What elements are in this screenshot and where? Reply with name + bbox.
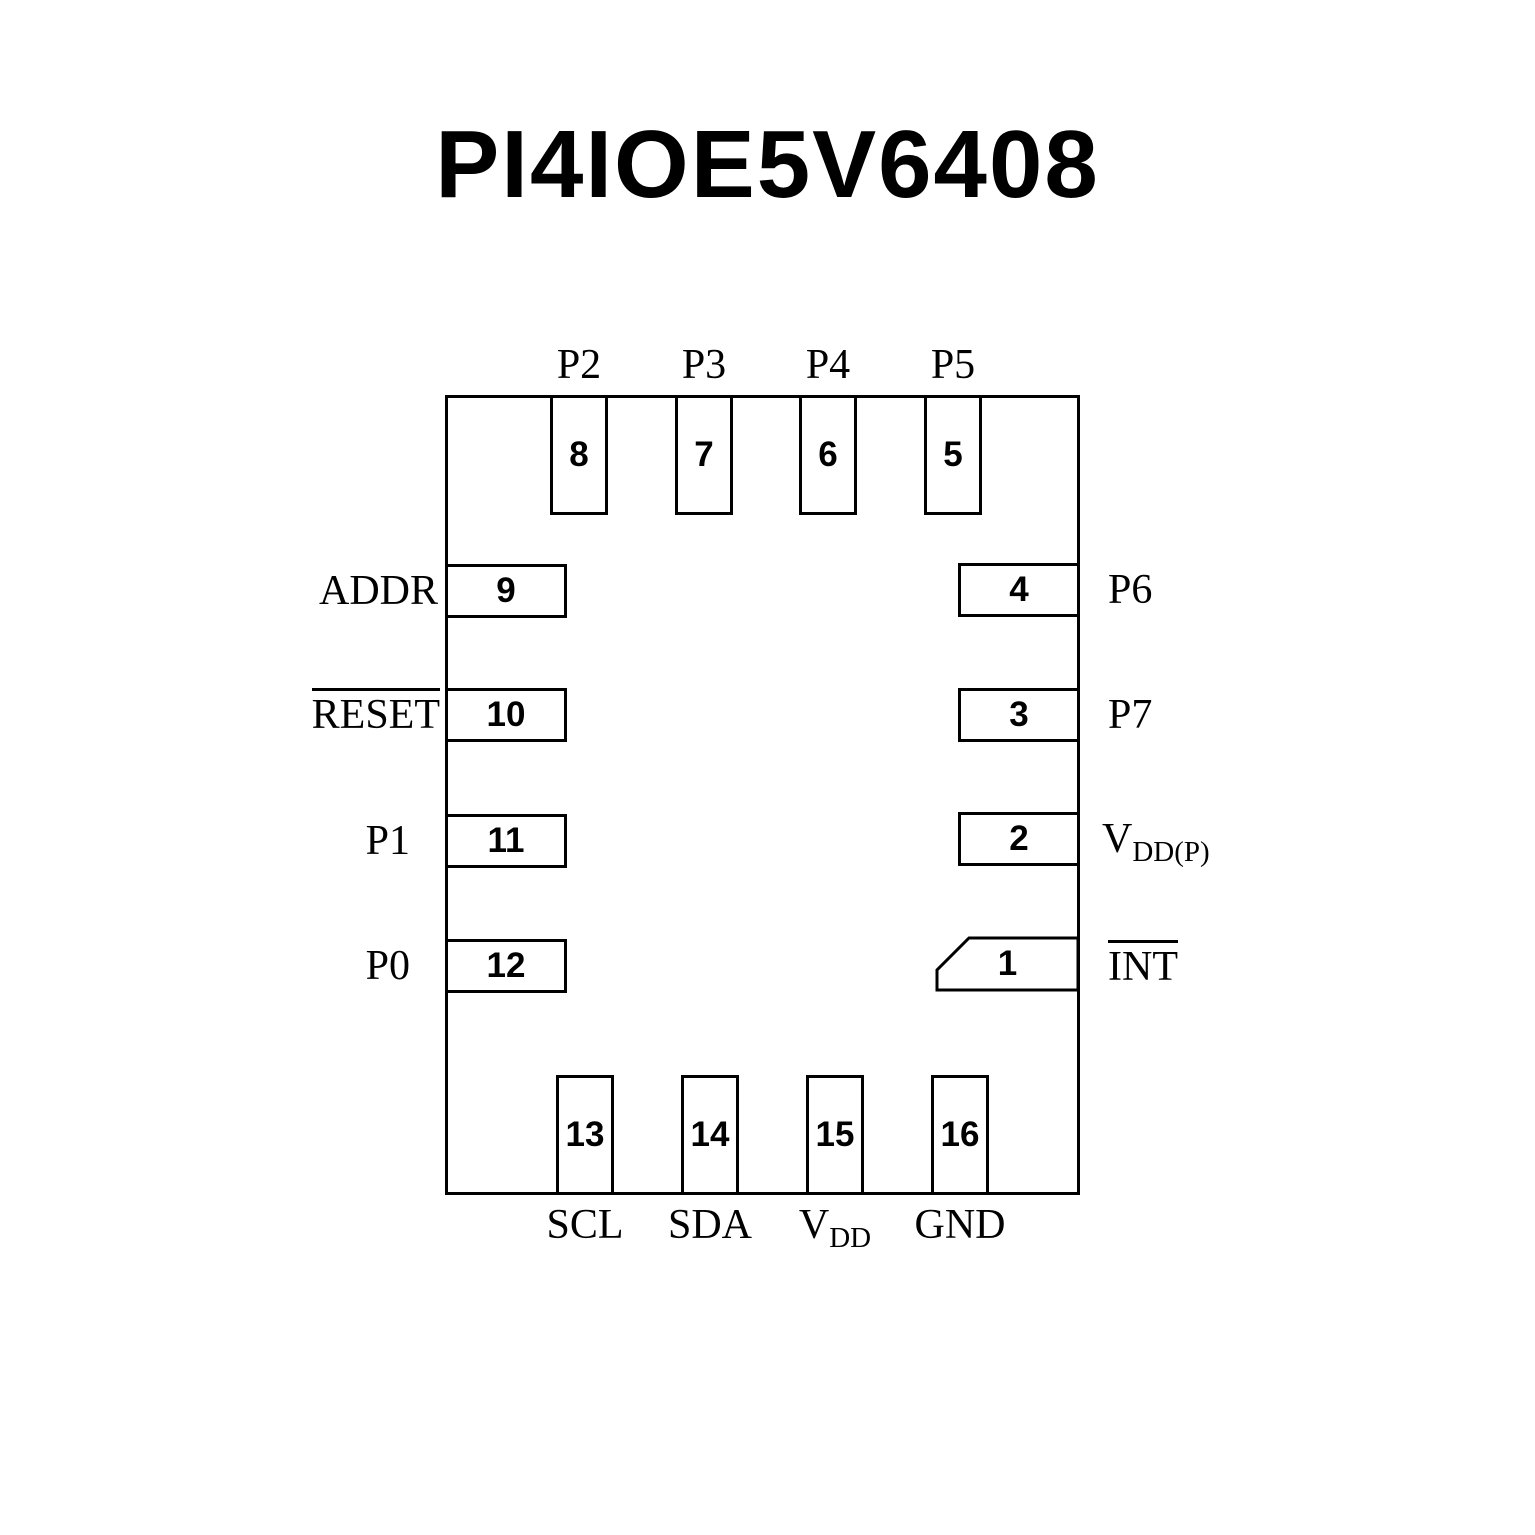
pin-label-scl: SCL [546,1202,624,1248]
reset-overline-text: RESET [311,688,440,736]
pin-9: 9 [445,564,567,618]
pin-4: 4 [958,563,1080,617]
pin-1: 1 [935,936,1080,992]
pin-1-number: 1 [997,944,1018,983]
pin-3: 3 [958,688,1080,742]
pin-16: 16 [931,1075,989,1195]
vddp-subscript: DD(P) [1132,836,1210,868]
vdd-main: V [798,1202,830,1248]
pin-2: 2 [958,812,1080,866]
pin-label-p1: P1 [365,818,410,864]
pin-label-p3: P3 [681,342,727,388]
pin-10: 10 [445,688,567,742]
pin-label-int: INT [1108,940,1178,992]
vddp-main: V [1102,816,1133,862]
pin-13: 13 [556,1075,614,1195]
pin-5: 5 [924,395,982,515]
vdd-subscript: DD [829,1222,872,1254]
pin-8: 8 [550,395,608,515]
pin-label-gnd: GND [914,1202,1006,1248]
pin-label-p7: P7 [1108,692,1153,738]
pin-label-addr: ADDR [318,568,438,614]
chip-title: PI4IOE5V6408 [435,111,1100,218]
pin-label-p6: P6 [1108,567,1153,613]
pin-label-reset: RESET [240,688,440,740]
pin-14: 14 [681,1075,739,1195]
pin-1-chamfer-shape [935,936,1080,992]
pin-15: 15 [806,1075,864,1195]
chip-body [445,395,1080,1195]
pin-label-sda: SDA [667,1202,753,1248]
pin-11: 11 [445,814,567,868]
pin-label-p4: P4 [805,342,851,388]
pin-label-vddp: VDD(P) [1102,814,1210,868]
pin-label-p5: P5 [930,342,976,388]
pin-7: 7 [675,395,733,515]
pin-label-vdd: VDD [770,1200,900,1254]
pin-label-p2: P2 [556,342,602,388]
pin-label-p0: P0 [365,943,410,989]
int-overline-text: INT [1108,940,1178,988]
pin-6: 6 [799,395,857,515]
pin-12: 12 [445,939,567,993]
